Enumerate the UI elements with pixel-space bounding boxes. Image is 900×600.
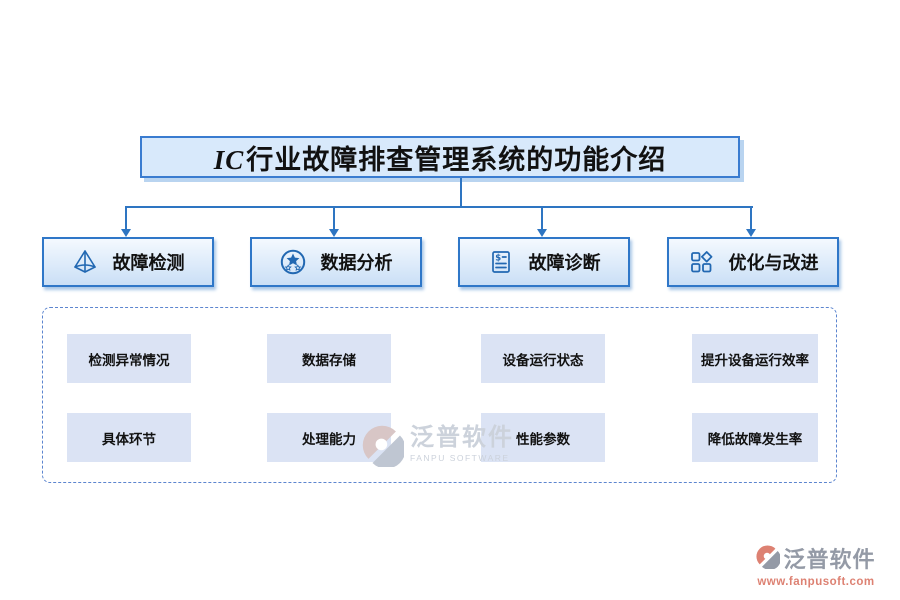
connector-drop-4 bbox=[750, 206, 752, 231]
footer-brand-url: www.fanpusoft.com bbox=[757, 576, 875, 588]
branch-label: 故障检测 bbox=[112, 253, 185, 273]
footer-brand-name: 泛普软件 bbox=[783, 546, 876, 572]
connector-drop-3 bbox=[541, 206, 543, 231]
branch-box-fault-diagnosis: $ 故障诊断 bbox=[458, 237, 630, 287]
connector-stem bbox=[460, 178, 462, 208]
detail-box: 设备运行状态 bbox=[481, 334, 605, 383]
arrow-down-icon bbox=[121, 229, 131, 237]
pyramid-icon bbox=[72, 249, 98, 275]
star-badge-icon bbox=[280, 249, 306, 275]
detail-box: 性能参数 bbox=[481, 413, 605, 462]
components-icon bbox=[688, 249, 714, 275]
branch-box-data-analysis: 数据分析 bbox=[250, 237, 422, 287]
document-dollar-icon: $ bbox=[488, 249, 514, 275]
svg-text:$: $ bbox=[495, 254, 501, 264]
page-title: IC行业故障排查管理系统的功能介绍 bbox=[214, 138, 667, 177]
connector-horizontal bbox=[125, 206, 753, 208]
arrow-down-icon bbox=[746, 229, 756, 237]
arrow-down-icon bbox=[537, 229, 547, 237]
footer-brand: 泛普软件 www.fanpusoft.com bbox=[746, 545, 886, 588]
detail-box: 数据存储 bbox=[267, 334, 391, 383]
branch-box-fault-detection: 故障检测 bbox=[42, 237, 214, 287]
title-prefix: IC bbox=[213, 144, 245, 175]
fanpu-logo-icon bbox=[756, 545, 782, 574]
detail-box: 处理能力 bbox=[267, 413, 391, 462]
branch-label: 优化与改进 bbox=[728, 253, 819, 273]
connector-drop-2 bbox=[333, 206, 335, 231]
detail-box: 检测异常情况 bbox=[67, 334, 191, 383]
arrow-down-icon bbox=[329, 229, 339, 237]
branch-label: 数据分析 bbox=[320, 253, 393, 273]
connector-drop-1 bbox=[125, 206, 127, 231]
title-text: 行业故障排查管理系统的功能介绍 bbox=[246, 144, 667, 175]
detail-box: 降低故障发生率 bbox=[692, 413, 818, 462]
detail-box: 具体环节 bbox=[67, 413, 191, 462]
branch-label: 故障诊断 bbox=[528, 253, 601, 273]
details-container bbox=[42, 307, 837, 483]
diagram-title-box: IC行业故障排查管理系统的功能介绍 bbox=[140, 136, 740, 178]
branch-box-optimization: 优化与改进 bbox=[667, 237, 839, 287]
detail-box: 提升设备运行效率 bbox=[692, 334, 818, 383]
